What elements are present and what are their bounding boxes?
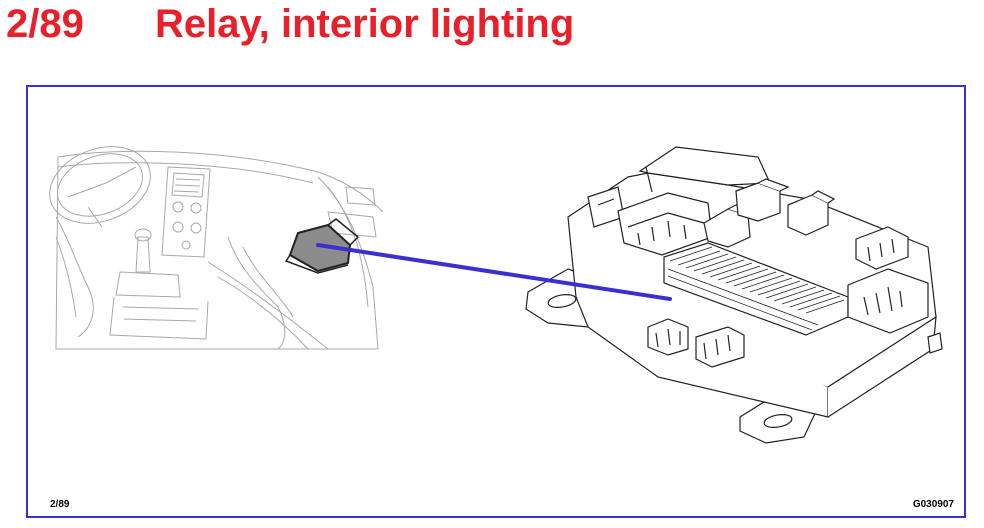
footer-reference: 2/89 bbox=[50, 499, 70, 510]
page-title: Relay, interior lighting bbox=[155, 2, 575, 46]
diagram-frame: 2/89 G030907 bbox=[26, 85, 966, 518]
relay-location-highlight bbox=[284, 218, 360, 274]
figure-code: G030907 bbox=[912, 499, 954, 510]
reference-number: 2/89 bbox=[6, 2, 84, 46]
relay-box-drawing bbox=[525, 146, 943, 444]
leader-line bbox=[316, 243, 672, 301]
page-header: 2/89 Relay, interior lighting bbox=[0, 0, 984, 60]
fuse-grid bbox=[667, 246, 845, 331]
diagram-illustration bbox=[49, 146, 943, 444]
